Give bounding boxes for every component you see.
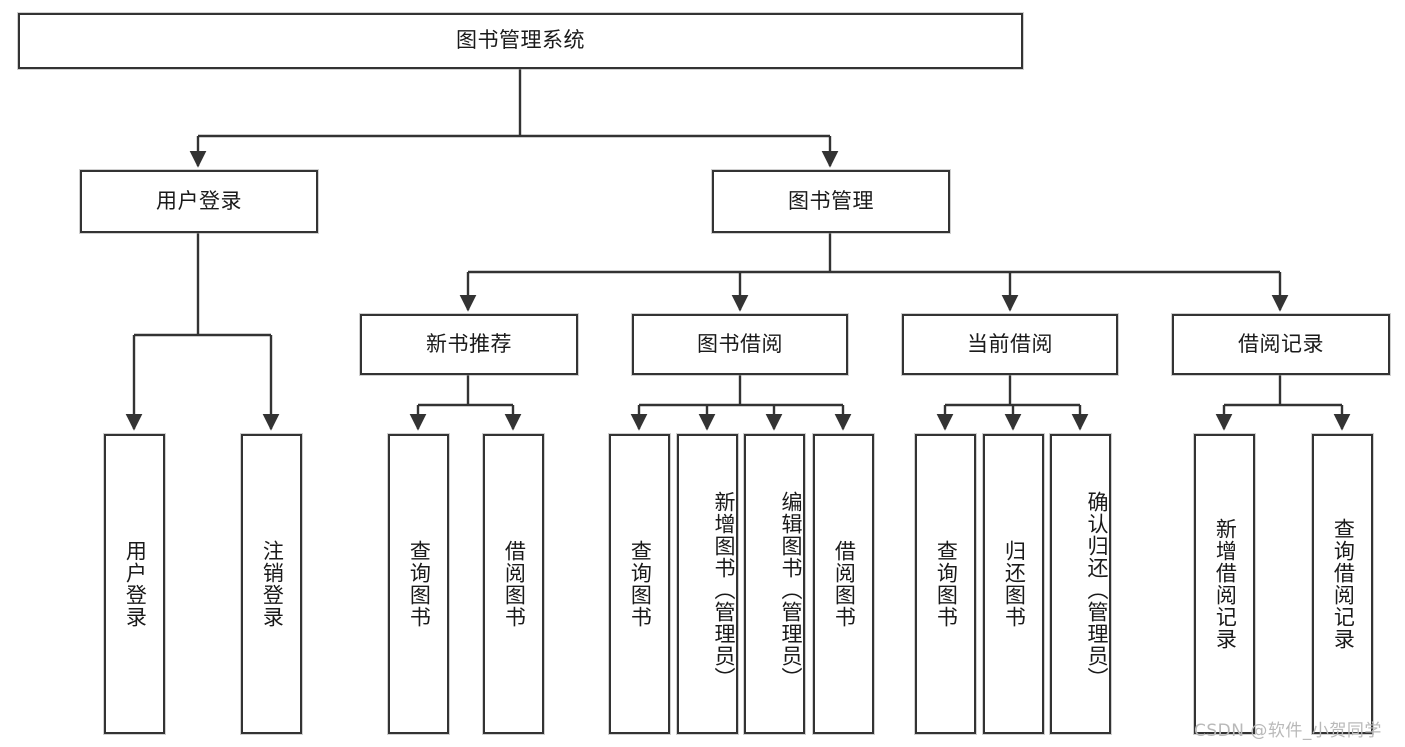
leaf-book-borrow-query[interactable]: 查询图书 [609,434,670,734]
node-book-management[interactable]: 图书管理 [712,170,950,233]
node-label: 借阅图书 [502,540,527,628]
watermark-text: CSDN @软件_小贺同学 [1194,721,1382,741]
node-label: 图书管理系统 [456,28,585,53]
leaf-borrow-records-add[interactable]: 新增借阅记录 [1194,434,1255,734]
node-label: 新增借阅记录 [1213,518,1238,650]
node-label: 新增图书（管理员） [712,491,736,689]
node-label: 图书管理 [788,188,874,213]
node-label: 查询图书 [407,540,432,628]
node-book-borrow[interactable]: 图书借阅 [632,314,848,375]
node-root-book-management-system[interactable]: 图书管理系统 [18,13,1023,69]
node-label: 图书借阅 [697,331,783,356]
leaf-current-borrow-confirm-return-admin[interactable]: 确认归还（管理员） [1050,434,1111,734]
leaf-user-login-logout[interactable]: 注销登录 [241,434,302,734]
node-label: 用户登录 [156,188,242,213]
node-label: 查询图书 [628,540,653,628]
leaf-new-book-borrow[interactable]: 借阅图书 [483,434,544,734]
node-label: 查询借阅记录 [1331,518,1356,650]
leaf-book-borrow-borrow[interactable]: 借阅图书 [813,434,874,734]
node-label: 查询图书 [934,540,959,628]
node-user-login[interactable]: 用户登录 [80,170,318,233]
leaf-current-borrow-query[interactable]: 查询图书 [915,434,976,734]
node-label: 编辑图书（管理员） [779,491,803,689]
node-label: 用户登录 [123,540,148,628]
node-new-book-recommend[interactable]: 新书推荐 [360,314,578,375]
node-label: 注销登录 [260,540,285,628]
leaf-borrow-records-query[interactable]: 查询借阅记录 [1312,434,1373,734]
node-label: 借阅记录 [1238,331,1324,356]
node-label: 借阅图书 [832,540,857,628]
node-current-borrow[interactable]: 当前借阅 [902,314,1118,375]
leaf-user-login-login[interactable]: 用户登录 [104,434,165,734]
node-label: 当前借阅 [967,331,1053,356]
leaf-book-borrow-edit-admin[interactable]: 编辑图书（管理员） [744,434,805,734]
node-borrow-records[interactable]: 借阅记录 [1172,314,1390,375]
leaf-current-borrow-return[interactable]: 归还图书 [983,434,1044,734]
node-label: 新书推荐 [426,331,512,356]
node-label: 归还图书 [1002,540,1027,628]
leaf-book-borrow-add-admin[interactable]: 新增图书（管理员） [677,434,738,734]
node-label: 确认归还（管理员） [1085,491,1109,689]
leaf-new-book-query[interactable]: 查询图书 [388,434,449,734]
